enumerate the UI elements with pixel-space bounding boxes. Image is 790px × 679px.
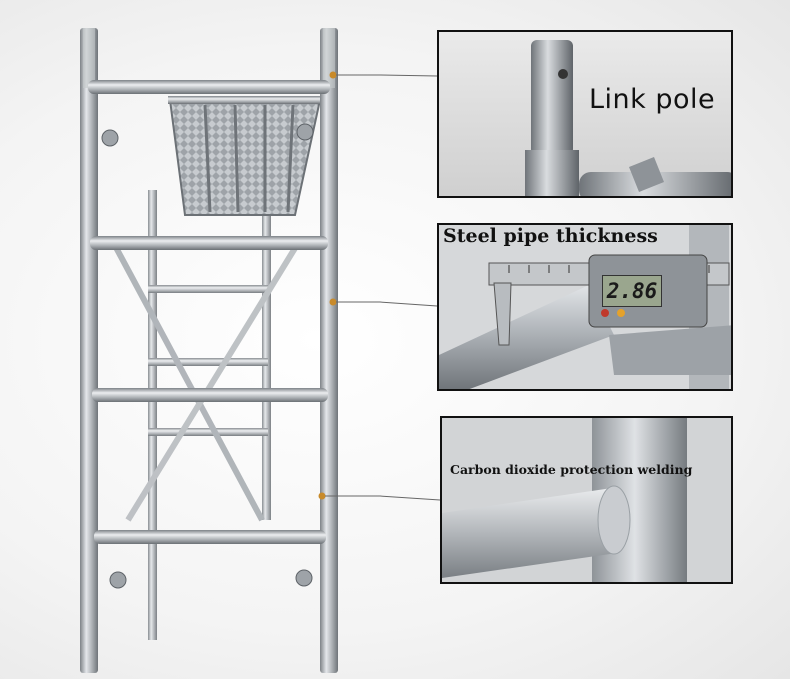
callout-steel-pipe-thickness: 2.86 Steel pipe thickness [437, 223, 733, 391]
platform-deck [168, 96, 322, 216]
link-pole-photo [439, 32, 731, 196]
caliper-photo [439, 225, 731, 389]
callout-co2-welding: Carbon dioxide protection welding [440, 416, 733, 584]
caliper-digital-readout: 2.86 [602, 275, 662, 307]
weld-joint-photo [442, 418, 731, 582]
callout-label-steel-pipe-thickness: Steel pipe thickness [443, 225, 658, 247]
callout-link-pole: Link pole [437, 30, 733, 198]
callout-label-co2-welding: Carbon dioxide protection welding [450, 462, 693, 477]
callout-label-link-pole: Link pole [589, 84, 716, 115]
back-frame [109, 190, 303, 640]
front-frame [80, 28, 338, 673]
scaffold-frame-illustration [80, 28, 338, 673]
